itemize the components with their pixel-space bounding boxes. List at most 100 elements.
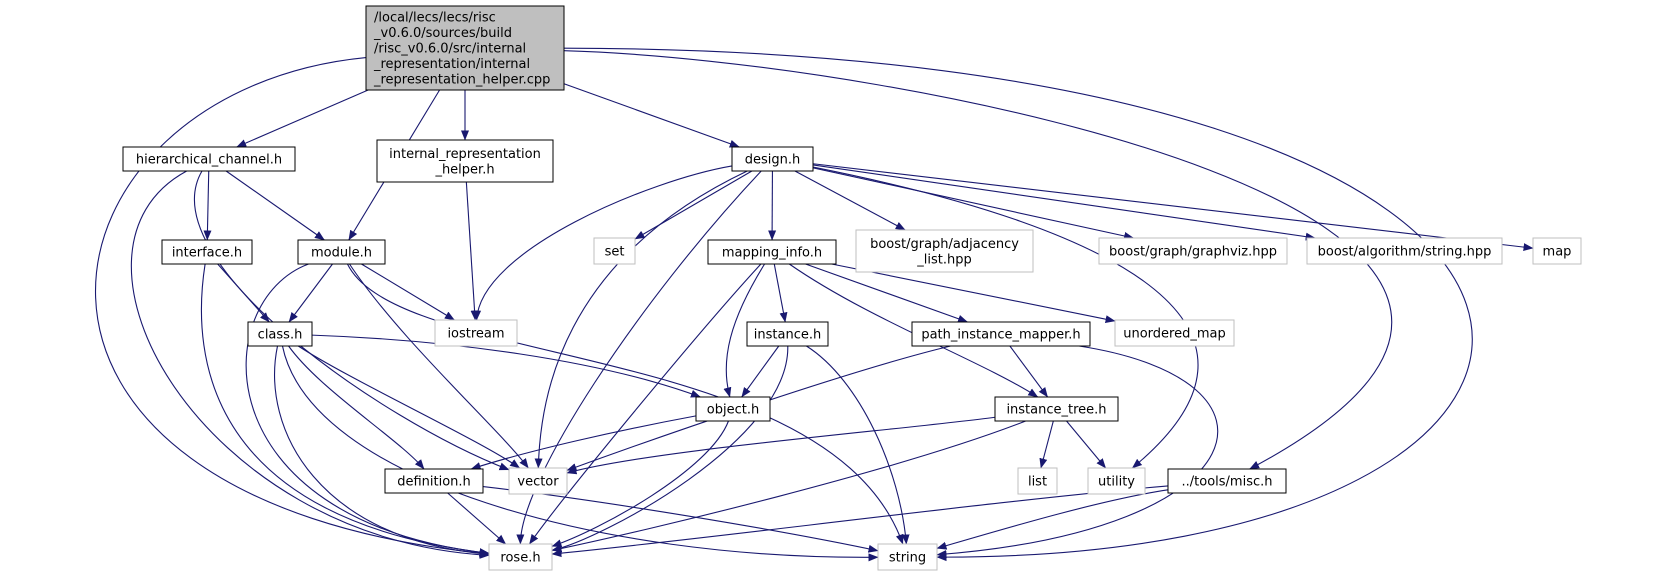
node-definition[interactable]: definition.h (384, 468, 484, 494)
edge-root-to-hierarchical_channel (236, 89, 369, 148)
node-label-line: class.h (258, 328, 303, 343)
edge-mapping_info-to-object (723, 263, 766, 398)
edge-path_instance_mapper-to-string (936, 345, 1219, 558)
node-label-line: iostream (447, 327, 504, 342)
edge-class-to-definition (288, 345, 425, 470)
edge-interface-to-rose (200, 263, 490, 557)
edge-misc-to-rose (551, 485, 1169, 558)
node-ir-helper[interactable]: internal_representation_helper.h (376, 139, 554, 183)
node-label-line: path_instance_mapper.h (921, 328, 1080, 343)
node-box (1532, 237, 1582, 265)
node-box (994, 396, 1119, 422)
node-label-line: _representation/internal (373, 57, 530, 72)
edge-design-to-graphviz (812, 167, 1135, 240)
node-design[interactable]: design.h (731, 146, 814, 172)
edge-ir_helper-to-iostream (465, 181, 479, 321)
node-label-line: object.h (707, 403, 759, 418)
edge-design-to-algo_string (812, 164, 1316, 241)
edge-mapping_info-to-path_instance_mapper (805, 263, 968, 323)
node-box (877, 543, 938, 571)
edge-root-to-design (563, 83, 740, 148)
edge-hierarchical_channel-to-interface (203, 170, 212, 241)
node-label-line: mapping_info.h (722, 246, 822, 261)
node-label-line: rose.h (500, 551, 540, 566)
edge-object-to-definition (470, 415, 697, 470)
edge-class-to-string (281, 345, 879, 562)
node-instance-tree[interactable]: instance_tree.h (994, 396, 1119, 422)
node-box (247, 321, 313, 347)
node-box (122, 146, 296, 172)
node-label-line: utility (1098, 475, 1135, 490)
edge-class-to-object (311, 334, 701, 398)
node-label-line: boost/graph/adjacency (870, 237, 1019, 252)
edge-module-to-iostream (361, 263, 455, 321)
edge-root-to-string (563, 47, 1473, 562)
node-label-line: _representation_helper.cpp (373, 73, 550, 88)
edge-instance_tree-to-vector (566, 416, 996, 475)
node-unordered-map: unordered_map (1114, 319, 1235, 347)
node-box (1306, 237, 1503, 265)
node-vector: vector (508, 467, 568, 495)
node-label-line: boost/graph/graphviz.hpp (1109, 245, 1277, 260)
edge-mapping_info-to-instance (773, 263, 788, 323)
node-box (695, 396, 771, 422)
edge-instance-to-string (806, 345, 910, 545)
node-label-line: _v0.6.0/sources/build (373, 26, 512, 41)
node-instance[interactable]: instance.h (746, 321, 829, 347)
edge-class-to-rose (274, 345, 490, 558)
edge-misc-to-string (936, 489, 1169, 550)
node-mapping-info[interactable]: mapping_info.h (707, 239, 837, 265)
node-box (707, 239, 837, 265)
node-label-line: ../tools/misc.h (1182, 475, 1273, 490)
edge-hierarchical_channel-to-module (225, 170, 325, 241)
node-root[interactable]: /local/lecs/lecs/risc_v0.6.0/sources/bui… (365, 5, 565, 91)
node-box (911, 321, 1091, 347)
node-box (1114, 319, 1235, 347)
node-label-line: hierarchical_channel.h (136, 153, 282, 168)
edge-design-to-set (634, 170, 753, 240)
edge-instance-to-rose (551, 345, 789, 553)
edge-root-to-rose (94, 57, 490, 557)
edge-module-to-class (288, 263, 333, 323)
node-misc[interactable]: ../tools/misc.h (1167, 468, 1287, 494)
node-box (1087, 467, 1146, 495)
node-class[interactable]: class.h (247, 321, 313, 347)
node-box (1098, 237, 1288, 265)
node-hierarchical-channel[interactable]: hierarchical_channel.h (122, 146, 296, 172)
node-label-line: map (1543, 245, 1572, 260)
node-string: string (877, 543, 938, 571)
node-label-line: interface.h (172, 246, 242, 261)
edge-path_instance_mapper-to-instance_tree (1009, 345, 1049, 398)
node-set: set (593, 237, 636, 265)
node-box (384, 468, 484, 494)
edge-hierarchical_channel-to-rose (131, 170, 490, 559)
edge-module-to-vector (349, 263, 529, 469)
edge-design-to-vector (534, 170, 748, 469)
node-adjacency-list: boost/graph/adjacency_list.hpp (855, 229, 1034, 273)
edge-instance-to-object (741, 345, 780, 398)
edge-object-to-rose (551, 420, 729, 548)
node-label-line: set (605, 245, 625, 260)
node-label-line: module.h (311, 246, 372, 261)
node-box (376, 139, 554, 183)
node-list: list (1017, 467, 1058, 495)
node-module[interactable]: module.h (297, 239, 386, 265)
node-interface[interactable]: interface.h (161, 239, 253, 265)
node-utility: utility (1087, 467, 1146, 495)
node-box (434, 319, 518, 347)
node-label-line: /local/lecs/lecs/risc (374, 11, 496, 26)
node-iostream: iostream (434, 319, 518, 347)
node-label-line: _helper.h (434, 162, 494, 177)
edge-design-to-utility (812, 166, 1199, 469)
node-label-line: definition.h (397, 475, 471, 490)
node-label-line: instance.h (754, 328, 821, 343)
node-path-instance-mapper[interactable]: path_instance_mapper.h (911, 321, 1091, 347)
node-box (365, 5, 565, 91)
nodes-layer: /local/lecs/lecs/risc_v0.6.0/sources/bui… (122, 5, 1582, 571)
edge-design-to-map (812, 163, 1534, 252)
edge-definition-to-rose (447, 492, 507, 545)
edge-design-to-adjacency_list (794, 170, 906, 231)
node-object[interactable]: object.h (695, 396, 771, 422)
node-box (508, 467, 568, 495)
